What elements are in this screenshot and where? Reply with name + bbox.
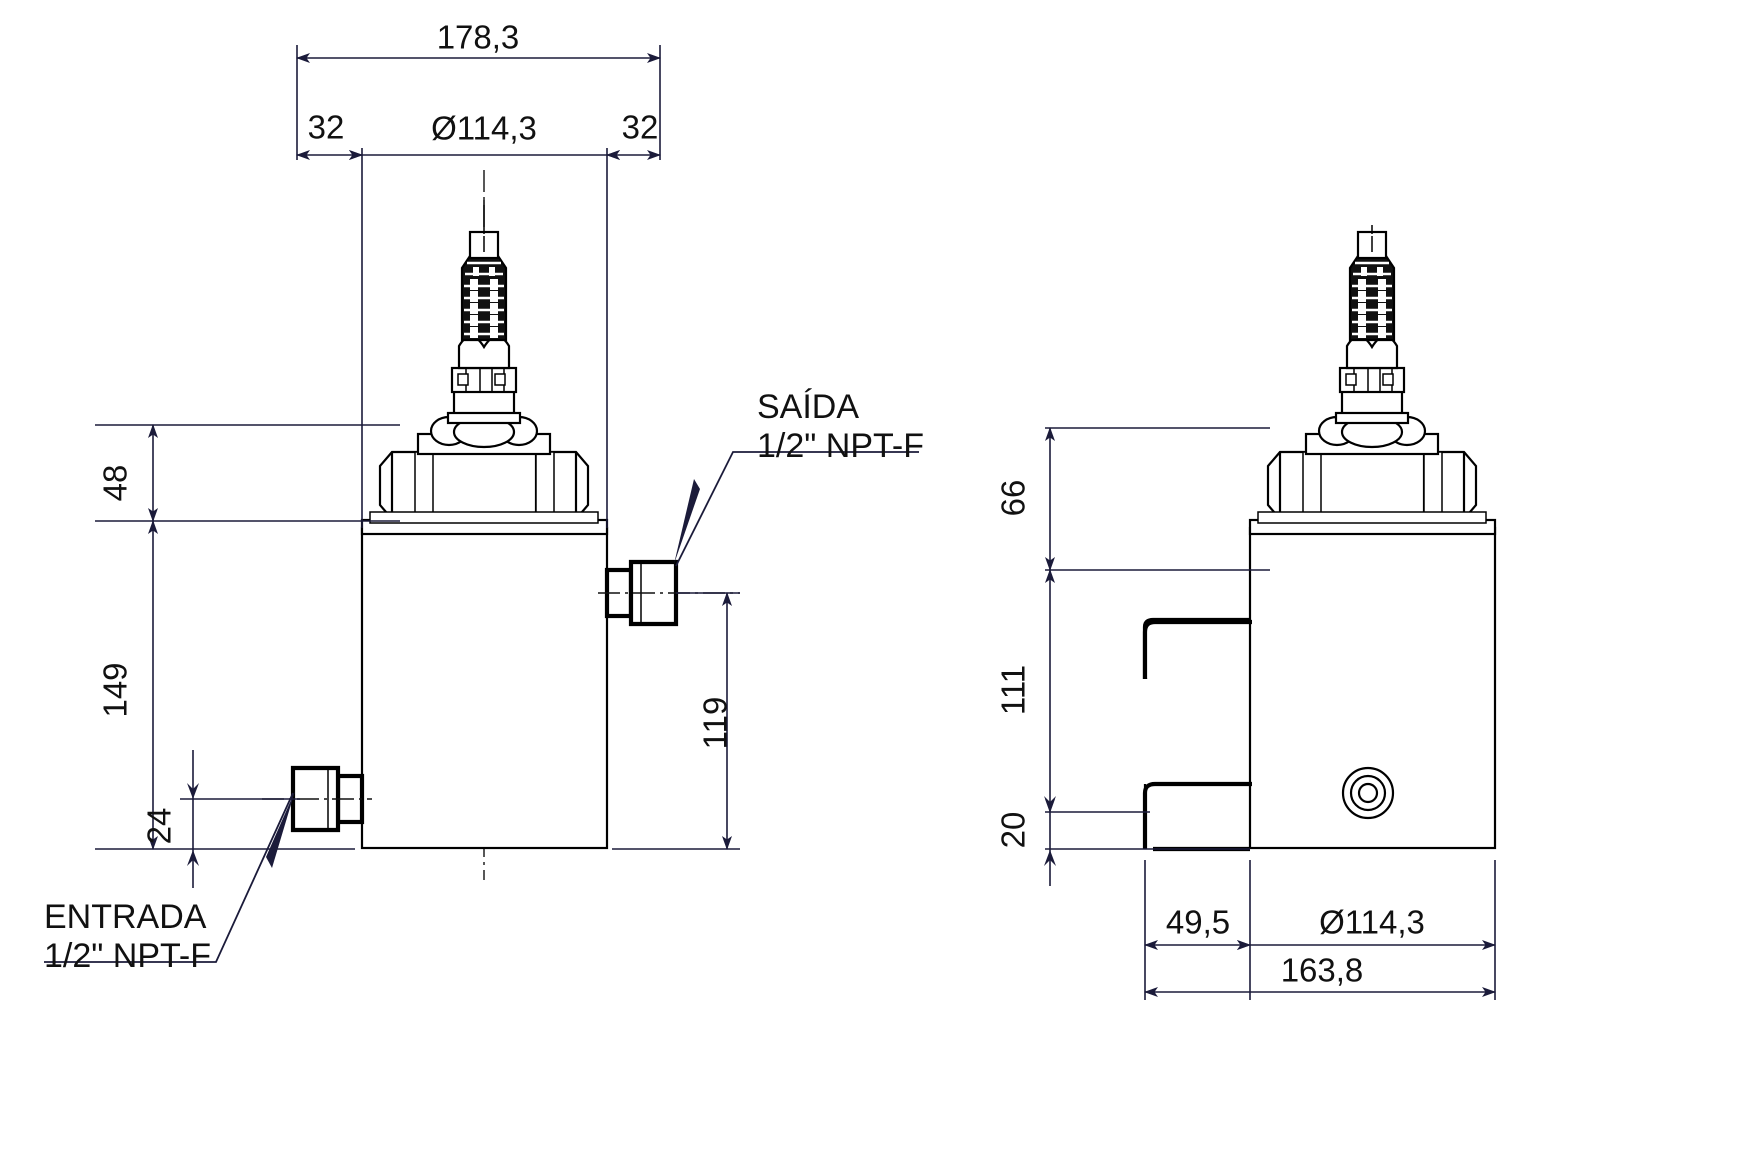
outlet-callout-line2: 1/2" NPT-F <box>757 427 924 465</box>
side-mounting-bracket <box>1142 617 1252 852</box>
front-outlet-port <box>598 559 740 627</box>
side-gland-flange <box>1334 411 1410 425</box>
dim-head-height-text: 48 <box>97 465 134 502</box>
dim-bracket-span-text: 111 <box>995 665 1032 715</box>
front-gland-flange <box>446 411 522 425</box>
inlet-callout-line1: ENTRADA <box>44 898 207 936</box>
dim-body-height-text: 149 <box>97 662 134 717</box>
front-gland-knurl <box>450 366 518 394</box>
front-hex-housing <box>369 450 599 524</box>
side-view-geometry <box>1142 225 1497 852</box>
dim-outlet-height-text: 119 <box>697 697 734 750</box>
dim-bracket-offset-text: 49,5 <box>1166 904 1230 941</box>
front-cable-boot <box>460 230 508 342</box>
dim-right-offset-text: 32 <box>622 109 659 146</box>
inlet-callout-leader <box>44 791 295 963</box>
dim-head-height-side-text: 66 <box>995 480 1032 517</box>
callout-texts: SAÍDA 1/2" NPT-F ENTRADA 1/2" NPT-F <box>44 388 924 975</box>
side-shoulder-lobes <box>1317 415 1427 449</box>
side-port-circles <box>1341 766 1395 820</box>
dim-bracket-bottom-offset-text: 20 <box>995 812 1032 849</box>
dim-body-diameter-side-text: Ø114,3 <box>1319 904 1425 941</box>
outlet-callout-leader <box>674 451 919 567</box>
arrowhead-24-bottom <box>187 850 199 866</box>
dim-inlet-height-text: 24 <box>141 808 178 845</box>
dim-body-diameter-text: Ø114,3 <box>431 110 537 147</box>
front-inlet-port <box>262 765 372 833</box>
front-body-cylinder <box>360 526 609 850</box>
front-view-geometry <box>262 170 740 880</box>
arrowhead-24-top <box>187 783 199 799</box>
outlet-callout-line1: SAÍDA <box>757 388 859 426</box>
side-cable-boot <box>1348 230 1396 342</box>
side-gland-knurl <box>1338 366 1406 394</box>
side-view-dimensions: 66 111 20 49,5 Ø114,3 163,8 <box>995 427 1496 1000</box>
dim-overall-width-text: 178,3 <box>437 19 520 56</box>
dim-overall-depth-text: 163,8 <box>1281 952 1364 989</box>
arrowhead-20-bottom <box>1044 850 1056 866</box>
side-hex-housing <box>1257 450 1487 524</box>
inlet-callout-line2: 1/2" NPT-F <box>44 937 211 975</box>
arrowhead-20-top <box>1044 796 1056 812</box>
front-view-dimensions: 178,3 32 Ø114,3 32 48 149 24 119 <box>44 19 919 963</box>
dim-left-offset-text: 32 <box>308 109 345 146</box>
